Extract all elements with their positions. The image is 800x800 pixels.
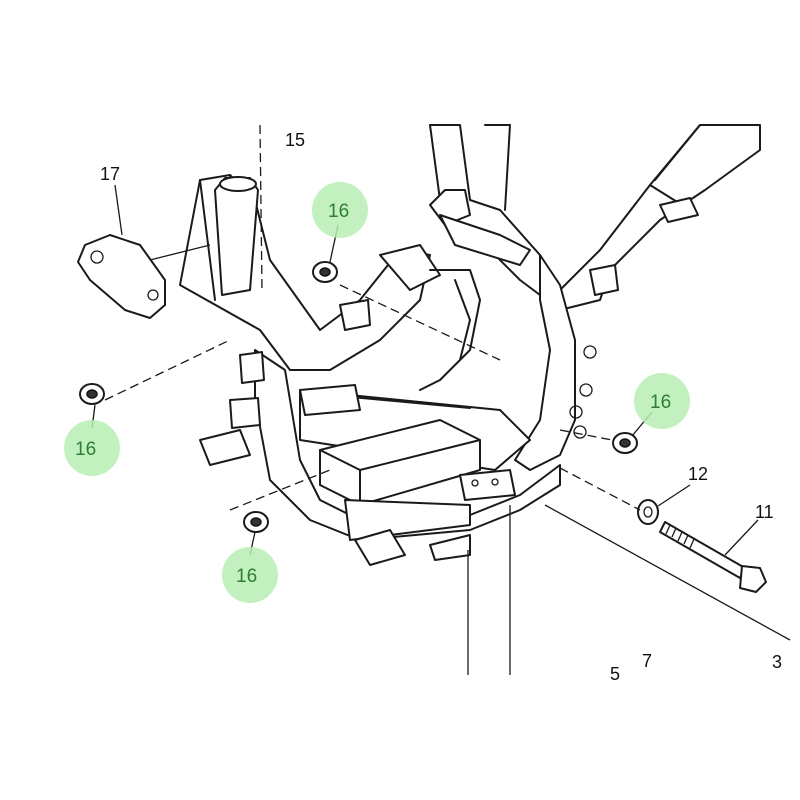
grommet-part-16	[79, 383, 105, 405]
highlighted-part-label-16: 16	[328, 201, 349, 222]
highlighted-part-label-16: 16	[236, 566, 257, 587]
highlight-circle	[222, 547, 278, 603]
washer-part-12	[637, 499, 659, 525]
grommet-part-16	[612, 432, 638, 454]
part-label-11: 11	[755, 502, 774, 522]
part-label-12: 12	[688, 464, 708, 484]
part-label-15: 15	[285, 130, 305, 150]
highlight-circle	[312, 182, 368, 238]
part-label-7: 7	[642, 651, 652, 671]
assembly-lines	[104, 124, 791, 675]
grommet-part-16	[243, 511, 269, 533]
frame-assembly	[179, 124, 761, 566]
bolt-part-11	[659, 521, 767, 593]
highlighted-part-label-16: 16	[650, 392, 671, 413]
highlighted-part-label-16: 16	[75, 439, 96, 460]
grommet-part-16	[312, 261, 338, 283]
part-label-3: 3	[772, 652, 782, 672]
gasket-plate-part-17	[77, 234, 166, 319]
part-label-5: 5	[610, 664, 620, 684]
highlight-circle	[634, 373, 690, 429]
part-label-17: 17	[100, 164, 120, 184]
highlight-circle	[64, 420, 120, 476]
